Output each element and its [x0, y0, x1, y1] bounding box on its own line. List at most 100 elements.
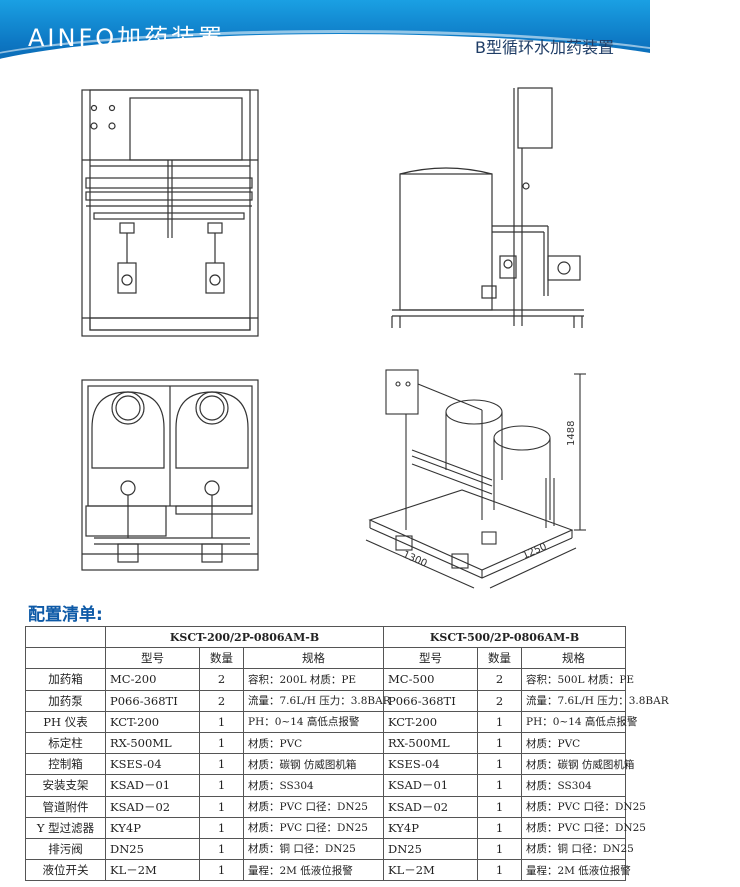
cell-spec-b: 材质：PVC 口径：DN25 [521, 795, 646, 818]
top-view-drawing [81, 379, 259, 571]
cell-qty-a: 1 [199, 731, 244, 755]
config-list-title: 配置清单: [28, 605, 103, 625]
table-corner-cell [25, 625, 106, 649]
cell-item-name: 加药泵 [25, 689, 106, 712]
cell-spec-a: 材质：SS304 [243, 774, 384, 797]
model-a-header: KSCT-200/2P-0806AM-B [105, 625, 384, 649]
cell-spec-a: PH：0~14 高低点报警 [243, 710, 384, 733]
cell-spec-b: 材质：碳钢 仿威图机箱 [521, 753, 634, 776]
cell-model-b: KCT-200 [383, 710, 478, 733]
subheader-spec-b: 规格 [521, 647, 626, 670]
cell-item-name: Y 型过滤器 [25, 816, 106, 839]
cell-spec-b: 容积：500L 材质：PE [521, 668, 634, 691]
cell-qty-a: 2 [199, 668, 244, 691]
cell-qty-b: 1 [477, 859, 522, 882]
cell-item-name: 管道附件 [25, 795, 106, 818]
subheader-qty-b: 数量 [477, 647, 522, 670]
cell-spec-a: 容积：200L 材质：PE [243, 668, 384, 691]
cell-spec-a: 材质：PVC [243, 731, 384, 755]
cell-spec-b: 材质：PVC 口径：DN25 [521, 816, 646, 839]
cell-qty-a: 1 [199, 859, 244, 882]
cell-qty-a: 1 [199, 816, 244, 839]
subheader-spec-a: 规格 [243, 647, 384, 670]
table-subheader-row: 型号 数量 规格 型号 数量 规格 [25, 647, 626, 670]
side-view-drawing [391, 87, 584, 328]
config-table: KSCT-200/2P-0806AM-B KSCT-500/2P-0806AM-… [25, 625, 669, 882]
cell-model-b: DN25 [383, 837, 478, 861]
table-subheader-blank [25, 647, 106, 670]
cell-model-b: RX-500ML [383, 731, 478, 755]
cell-item-name: 安装支架 [25, 774, 106, 797]
subheader-model-b: 型号 [383, 647, 478, 670]
cell-model-a: P066-368TI [105, 689, 200, 712]
cell-model-a: KSAD－02 [105, 795, 200, 818]
cell-qty-a: 1 [199, 837, 244, 861]
cell-qty-a: 1 [199, 795, 244, 818]
front-view-drawing [81, 89, 259, 337]
cell-qty-b: 1 [477, 753, 522, 776]
cell-spec-b: 材质：PVC [521, 731, 626, 755]
header-banner: AINFO加药装置 B型循环水加药装置 [0, 0, 740, 124]
cell-model-b: MC-500 [383, 668, 478, 691]
cell-qty-b: 1 [477, 731, 522, 755]
cell-model-b: KY4P [383, 816, 478, 839]
table-header-row: KSCT-200/2P-0806AM-B KSCT-500/2P-0806AM-… [25, 625, 626, 649]
cell-qty-a: 1 [199, 753, 244, 776]
subheader-qty-a: 数量 [199, 647, 244, 670]
cell-spec-a: 材质：PVC 口径：DN25 [243, 795, 384, 818]
subheader-model-a: 型号 [105, 647, 200, 670]
cell-spec-b: PH：0~14 高低点报警 [521, 710, 637, 733]
cell-qty-b: 1 [477, 710, 522, 733]
cell-spec-b: 量程：2M 低液位报警 [521, 859, 631, 882]
cell-model-b: P066-368TI [383, 689, 478, 712]
cell-qty-a: 1 [199, 710, 244, 733]
cell-qty-b: 1 [477, 816, 522, 839]
cell-spec-a: 材质：PVC 口径：DN25 [243, 816, 384, 839]
cell-spec-b: 材质：铜 口径：DN25 [521, 837, 634, 861]
cell-qty-b: 2 [477, 668, 522, 691]
cell-item-name: 加药箱 [25, 668, 106, 691]
cell-item-name: 标定柱 [25, 731, 106, 755]
cell-qty-b: 1 [477, 774, 522, 797]
cell-model-a: RX-500ML [105, 731, 200, 755]
cell-qty-a: 2 [199, 689, 244, 712]
brand-title: AINFO加药装置 [28, 24, 226, 52]
cell-model-b: KSAD－02 [383, 795, 478, 818]
cell-model-a: KSES-04 [105, 753, 200, 776]
cell-spec-a: 材质：碳钢 仿威图机箱 [243, 753, 384, 776]
cell-spec-a: 流量：7.6L/H 压力：3.8BAR [243, 689, 391, 712]
cell-qty-a: 1 [199, 774, 244, 797]
cell-spec-a: 量程：2M 低液位报警 [243, 859, 384, 882]
cell-item-name: 排污阀 [25, 837, 106, 861]
cell-spec-b: 流量：7.6L/H 压力：3.8BAR [521, 689, 669, 712]
cell-spec-a: 材质：铜 口径：DN25 [243, 837, 384, 861]
banner-swoosh [0, 34, 720, 124]
banner-swoosh-line [0, 30, 740, 123]
cell-model-b: KSES-04 [383, 753, 478, 776]
cell-model-a: KY4P [105, 816, 200, 839]
cell-qty-b: 1 [477, 837, 522, 861]
model-b-header: KSCT-500/2P-0806AM-B [383, 625, 626, 649]
cell-item-name: 控制箱 [25, 753, 106, 776]
cell-model-b: KSAD－01 [383, 774, 478, 797]
cell-qty-b: 2 [477, 689, 522, 712]
cell-item-name: PH 仪表 [25, 710, 106, 733]
cell-model-b: KL－2M [383, 859, 478, 882]
cell-item-name: 液位开关 [25, 859, 106, 882]
cell-model-a: KSAD－01 [105, 774, 200, 797]
cell-spec-b: 材质：SS304 [521, 774, 626, 797]
cell-model-a: KL－2M [105, 859, 200, 882]
cell-model-a: DN25 [105, 837, 200, 861]
cell-model-a: MC-200 [105, 668, 200, 691]
isometric-view-drawing [365, 369, 586, 589]
